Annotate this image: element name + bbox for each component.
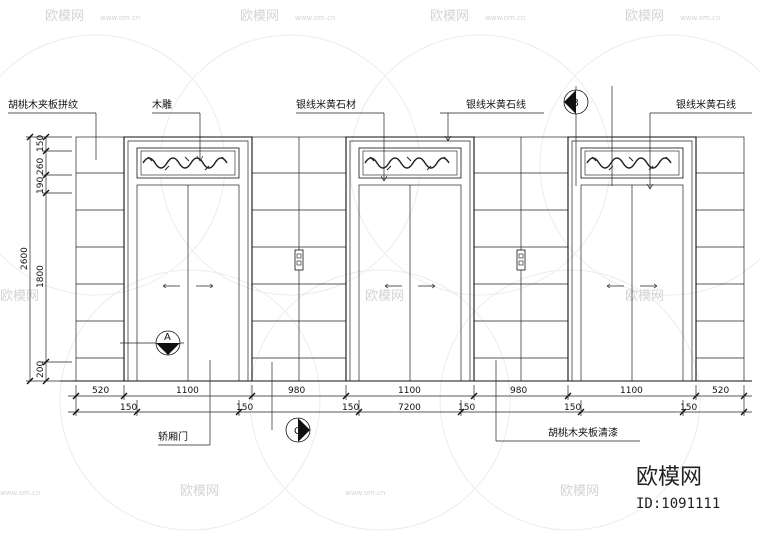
dim-w-4: 1100 [398, 386, 421, 396]
dim-b-4: 150 [458, 403, 475, 413]
dim-b-1: 150 [120, 403, 137, 413]
watermark-text: 欧模网 [365, 289, 404, 304]
wood-carving-ornament [364, 157, 450, 169]
elevator-door-1 [123, 136, 253, 382]
dim-w-6: 1100 [620, 386, 643, 396]
label-silver-beige-stone: 银线米黄石材 [296, 98, 356, 111]
logo-name: 欧模网 [636, 465, 702, 490]
watermark-text: 欧模网 [240, 9, 279, 24]
section-mark-a-label: A [164, 332, 171, 343]
section-mark-a: A [120, 330, 184, 356]
dim-b-3: 150 [342, 403, 359, 413]
dim-seg-3: 190 [36, 177, 46, 194]
elevator-door-2 [345, 136, 475, 382]
watermark-text: 欧模网 [45, 9, 84, 24]
logo-id: ID:1091111 [636, 496, 720, 512]
watermark-text: 欧模网 [0, 289, 39, 304]
section-mark-c: C [271, 362, 311, 443]
section-mark-b-label: B [572, 98, 579, 109]
watermark-text: 欧模网 [625, 9, 664, 24]
watermark-text: 欧模网 [560, 484, 599, 499]
dim-w-2: 1100 [176, 386, 199, 396]
section-mark-b: B [563, 86, 613, 186]
watermark-circles [0, 34, 760, 531]
dim-total-width: 7200 [398, 403, 421, 413]
watermark-domain: www.om.cn [100, 14, 140, 22]
dim-w-7: 520 [712, 386, 729, 396]
watermark-domain: www.om.cn [295, 14, 335, 22]
dim-w-3: 980 [288, 386, 305, 396]
watermark-domain: www.om.cn [680, 14, 720, 22]
watermark-text: 欧模网 [430, 9, 469, 24]
call-button-panel [294, 249, 304, 271]
dim-w-5: 980 [510, 386, 527, 396]
dim-seg-4: 1800 [36, 265, 46, 288]
dim-seg-5: 200 [36, 361, 46, 378]
vertical-dimension-chain: 2600 150 260 190 1800 200 [20, 133, 72, 385]
label-silver-beige-line-2: 银线米黄石线 [676, 98, 736, 111]
watermark-text: 欧模网 [180, 484, 219, 499]
dim-b-2: 150 [236, 403, 253, 413]
watermark-domain: www.om.cn [345, 489, 385, 497]
label-silver-beige-line-1: 银线米黄石线 [466, 98, 526, 111]
dim-seg-1: 150 [36, 135, 46, 152]
horizontal-dimension-chain: 520 1100 980 1100 980 1100 520 150 150 1… [68, 385, 752, 416]
dim-b-6: 150 [680, 403, 697, 413]
dim-seg-2: 260 [36, 158, 46, 175]
label-walnut-clear-lacquer: 胡桃木夹板清漆 [548, 426, 618, 439]
label-walnut-panel-pattern: 胡桃木夹板拼纹 [8, 98, 78, 111]
dim-total-height: 2600 [20, 247, 30, 270]
call-button-panel [516, 249, 526, 271]
wood-carving-ornament [586, 157, 672, 169]
watermark-domain: www.om.cn [485, 14, 525, 22]
label-wood-carving: 木雕 [152, 98, 172, 111]
elevator-door-3 [567, 136, 697, 382]
wood-carving-ornament [142, 157, 228, 169]
section-mark-c-label: C [294, 426, 301, 437]
dim-w-1: 520 [92, 386, 109, 396]
dim-b-5: 150 [564, 403, 581, 413]
material-annotations: 胡桃木夹板拼纹 木雕 银线米黄石材 银线米黄石线 银线米黄石线 轿厢门 胡桃木夹… [8, 98, 752, 446]
watermark-text: 欧模网 [625, 289, 664, 304]
watermarks: 欧模网 www.om.cn 欧模网 www.om.cn 欧模网 www.om.c… [0, 9, 720, 499]
site-logo: 欧模网 ID:1091111 [636, 465, 720, 512]
label-car-door: 轿厢门 [158, 430, 188, 443]
watermark-domain: www.om.cn [0, 489, 40, 497]
